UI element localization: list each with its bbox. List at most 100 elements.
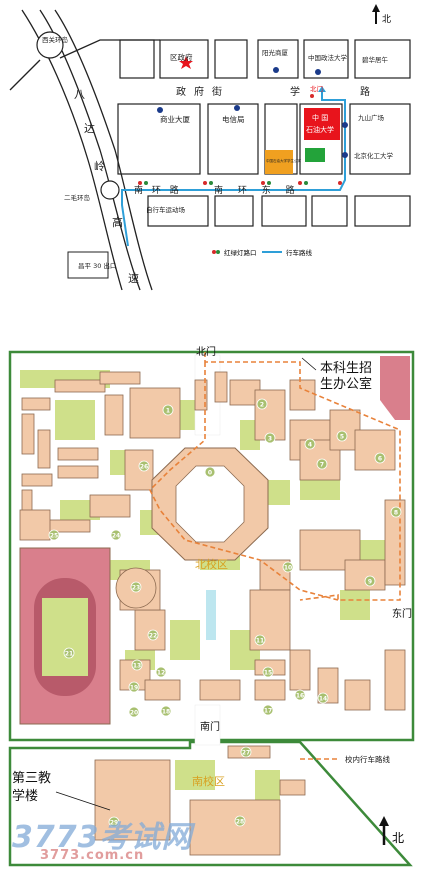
building-number-24: 24	[112, 532, 120, 539]
label-jiushan: 九山广场	[358, 113, 385, 122]
poi-dots	[157, 67, 348, 158]
building-number-16: 16	[296, 692, 304, 699]
building-number-8: 8	[394, 509, 398, 516]
building-number-5: 5	[340, 433, 344, 440]
label-cup-2: 石油大学	[306, 125, 334, 134]
label-bihua: 碧华居午	[362, 55, 389, 64]
building-marker-4	[304, 438, 316, 450]
label-teaching-2: 学楼	[12, 788, 38, 804]
building-marker-25	[48, 529, 60, 541]
building-number-17: 17	[264, 707, 272, 714]
label-ba: 八	[74, 88, 85, 101]
location-map-svg: 西关环岛 区政府 阳光商厦 中国政法大学 碧华居午 政府街 学 路 商业大厦 电…	[9, 0, 412, 291]
building-marker-10	[282, 561, 294, 573]
north-arrow-head-icon	[372, 4, 380, 12]
buildings	[19, 371, 406, 856]
watermark-url: 3773.com.cn	[40, 848, 145, 863]
green-block	[305, 148, 325, 162]
driving-route	[121, 92, 346, 247]
building-number-1: 1	[166, 407, 170, 414]
label-north-gate: 北门	[310, 84, 323, 93]
label-yangguang: 阳光商厦	[262, 48, 289, 57]
building-number-26: 26	[140, 463, 148, 470]
label-gov-street: 政府街	[176, 85, 230, 98]
label-da: 达	[84, 122, 95, 135]
building-marker-5	[336, 430, 348, 442]
building-number-12: 12	[157, 669, 165, 676]
label-admissions-1: 本科生招	[320, 361, 372, 376]
building-number-3: 3	[268, 435, 272, 442]
pool	[206, 590, 216, 640]
building-number-10: 10	[284, 564, 292, 571]
sports-field	[19, 547, 111, 725]
traffic-light-dots	[138, 94, 342, 185]
label-bike-track: 自行车运动场	[146, 205, 186, 214]
label-north-gate-campus: 北门	[196, 345, 216, 358]
building-marker-12	[155, 666, 167, 678]
campus-map-svg: 0123456789101112131415161718192021222324…	[8, 345, 415, 867]
building-number-19: 19	[130, 684, 138, 691]
building-marker-27	[240, 746, 252, 758]
building-marker-1	[162, 404, 174, 416]
building-number-28: 28	[236, 818, 244, 825]
building-marker-29	[108, 816, 120, 828]
building-number-21: 21	[65, 650, 73, 657]
north-label-top: 北	[382, 14, 391, 25]
label-gao: 高	[112, 215, 123, 229]
label-nanhuan2: 南 环 东 路	[214, 184, 301, 196]
label-admissions-2: 生办公室	[320, 376, 372, 392]
building-numbers: 0123456789101112131415161718192021222324…	[48, 398, 402, 828]
building-number-6: 6	[378, 455, 382, 462]
building-marker-19	[128, 681, 140, 693]
label-erma: 二毛环岛	[64, 193, 90, 202]
building-number-20: 20	[130, 709, 138, 716]
orange-block	[265, 150, 293, 174]
building-number-4: 4	[308, 441, 312, 448]
building-number-29: 29	[110, 819, 118, 826]
building-number-13: 13	[133, 662, 141, 669]
label-south-gate: 南门	[200, 720, 220, 733]
label-small: 中国石油大学学生公寓	[266, 158, 301, 163]
building-marker-23	[130, 581, 142, 593]
building-marker-16	[294, 689, 306, 701]
label-dianxin: 电信局	[222, 114, 245, 124]
building-marker-9	[364, 575, 376, 587]
building-number-18: 18	[162, 708, 170, 715]
north-arrow-head-icon-campus	[379, 816, 389, 826]
xiguan-roundabout	[36, 31, 64, 59]
legend-route: 行车路线	[286, 248, 313, 257]
north-label-campus: 北	[392, 831, 404, 845]
building-number-11: 11	[256, 637, 264, 644]
building-number-27: 27	[242, 749, 250, 756]
building-number-22: 22	[149, 632, 157, 639]
building-marker-3	[264, 432, 276, 444]
building-marker-6	[374, 452, 386, 464]
central-plaza-inner	[175, 465, 245, 543]
building-marker-22	[147, 629, 159, 641]
teaching-pointer	[55, 791, 111, 811]
star-icon	[179, 56, 193, 69]
label-campus-route: 校内行车路线	[345, 754, 390, 764]
building-marker-24	[110, 529, 122, 541]
cup-block	[304, 108, 340, 140]
watermark-brand: 3773考试网	[12, 820, 193, 855]
label-ling: 岭	[94, 159, 105, 173]
erma-roundabout	[100, 180, 120, 200]
label-district-gov: 区政府	[170, 52, 193, 62]
label-shangye: 商业大厦	[160, 114, 190, 124]
label-east-gate: 东门	[392, 607, 412, 620]
building-marker-14	[317, 692, 329, 704]
building-number-2: 2	[260, 401, 264, 408]
building-marker-2	[256, 398, 268, 410]
campus-route	[149, 352, 401, 601]
label-lu: 路	[360, 85, 370, 98]
building-marker-7	[316, 458, 328, 470]
building-marker-21	[63, 647, 75, 659]
label-teaching-1: 第三教	[12, 770, 51, 786]
building-marker-20	[128, 706, 140, 718]
building-marker-28	[234, 815, 246, 827]
pink-area	[380, 356, 410, 420]
label-north-campus: 北校区	[195, 557, 228, 571]
building-number-0: 0	[208, 469, 212, 476]
